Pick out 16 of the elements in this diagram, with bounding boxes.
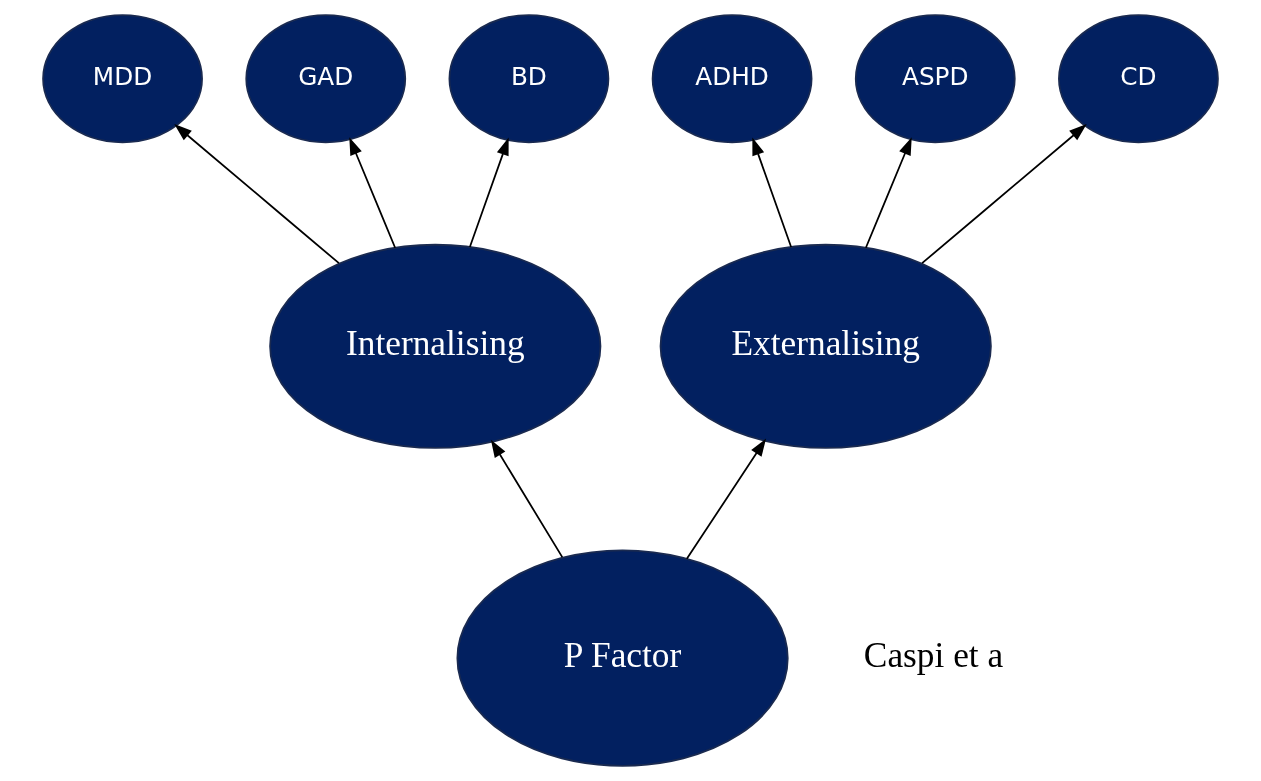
arrow (349, 137, 396, 249)
node-ellipse: ADHD (651, 14, 813, 144)
arrow (469, 137, 509, 248)
arrow (490, 439, 564, 559)
arrow (921, 124, 1087, 265)
node-ellipse: ASPD (854, 14, 1016, 144)
label: Caspi et a (863, 635, 1004, 675)
arrow (865, 137, 912, 249)
node-ellipse: Internalising (269, 243, 602, 449)
arrow (174, 124, 340, 265)
node-ellipse: BD (448, 14, 610, 144)
arrow (752, 137, 792, 248)
node-ellipse: GAD (245, 14, 407, 144)
node-ellipse: Externalising (659, 243, 992, 449)
arrow (685, 438, 767, 560)
node-ellipse: P Factor (456, 549, 789, 767)
